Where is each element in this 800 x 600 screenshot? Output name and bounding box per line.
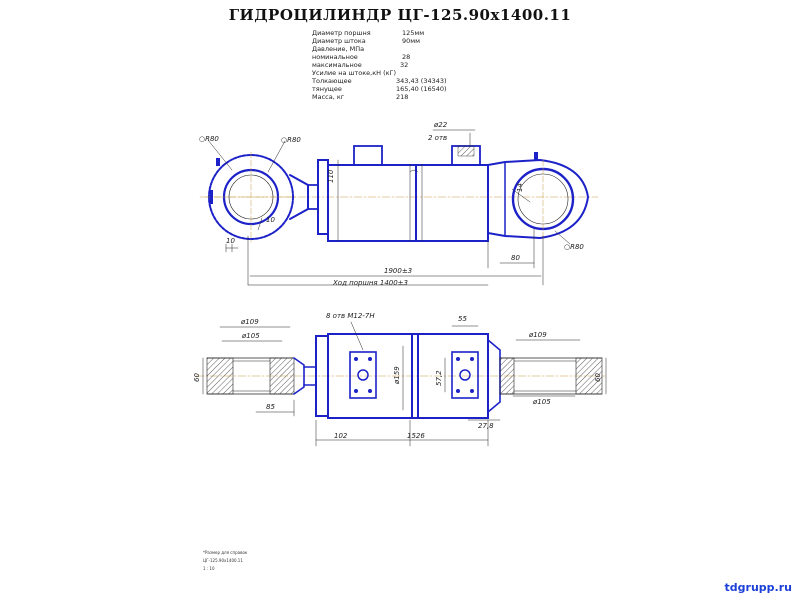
dim-r80-right: ○R80 [564, 243, 584, 251]
spec-label: Давление, МПа [312, 45, 365, 53]
dim-r80-left-a: ○R80 [199, 135, 219, 143]
top-view: ○R80 ○R80 ø22 2 отв 110 14 10 10 80 ○R80… [199, 121, 599, 287]
dim-55: 55 [458, 315, 467, 323]
spec-label: Масса, кг [312, 93, 345, 101]
spec-value: 28 [402, 53, 411, 61]
spec-value: 90мм [402, 37, 421, 45]
dim-60-right: 60 [594, 373, 602, 382]
dim-r80-left-b: ○R80 [281, 136, 301, 144]
dim-14: 14 [516, 183, 524, 192]
spec-value: 343,43 (34343) [396, 77, 447, 85]
dim-60-left: 60 [193, 373, 201, 382]
dim-10-b: 10 [226, 237, 235, 245]
spec-value: 125мм [402, 29, 425, 37]
spec-value: 32 [400, 61, 409, 69]
dim-stroke: Ход поршня 1400±3 [332, 279, 408, 287]
dim-dia-109-right: ø109 [528, 331, 547, 339]
bottom-view: ø109 ø105 8 отв М12-7Н 55 ø109 60 ø159 5… [193, 312, 607, 447]
top-cylinder-body [317, 145, 489, 242]
spec-label: максимальное [312, 61, 362, 69]
dim-dia-105-right: ø105 [532, 398, 551, 406]
spec-label: Диаметр штока [312, 37, 366, 45]
top-dimensions [207, 129, 571, 286]
left-rod-end [206, 357, 317, 395]
dim-1526: 1526 [407, 432, 425, 440]
note-reference: *Размер для справок [203, 550, 248, 555]
dim-dia-109-left: ø109 [240, 318, 259, 326]
dim-57-2: 57,2 [435, 370, 443, 386]
spec-value: 165,40 (16540) [396, 85, 447, 93]
right-rod-end [487, 339, 603, 413]
spec-label: Толкающее [312, 77, 352, 85]
left-eye-mount [205, 151, 309, 243]
dim-dia-22: ø22 [433, 121, 448, 129]
note-designation: ЦГ-125.90х1400.11 [203, 558, 243, 563]
dim-80: 80 [511, 254, 520, 262]
dim-dia-105-left: ø105 [241, 332, 260, 340]
top-rod [307, 184, 319, 210]
dim-holes-8: 8 отв М12-7Н [326, 312, 375, 320]
drawing-title: ГИДРОЦИЛИНДР ЦГ-125.90х1400.11 [228, 6, 572, 24]
dim-10-a: 10 [266, 216, 275, 224]
dim-dia-159: ø159 [393, 366, 401, 385]
spec-value: 218 [396, 93, 409, 101]
spec-label: Диаметр поршня [312, 29, 371, 37]
dim-85: 85 [266, 403, 275, 411]
bottom-cylinder-body [315, 333, 489, 419]
bottom-dimensions [202, 321, 607, 447]
spec-label: номинальное [312, 53, 358, 61]
dim-length: 1900±3 [384, 267, 412, 275]
dim-110: 110 [327, 169, 335, 183]
spec-label: тянущее [312, 85, 342, 93]
note-scale: 1 : 10 [203, 566, 215, 571]
dim-27-8: 27,8 [478, 422, 494, 430]
dim-holes-2: 2 отв [428, 134, 447, 142]
spec-label: Усилие на штоке,кН (кГ) [312, 69, 397, 77]
site-watermark: tdgrupp.ru [724, 581, 792, 594]
right-eye-mount [487, 152, 590, 241]
dim-102: 102 [334, 432, 348, 440]
